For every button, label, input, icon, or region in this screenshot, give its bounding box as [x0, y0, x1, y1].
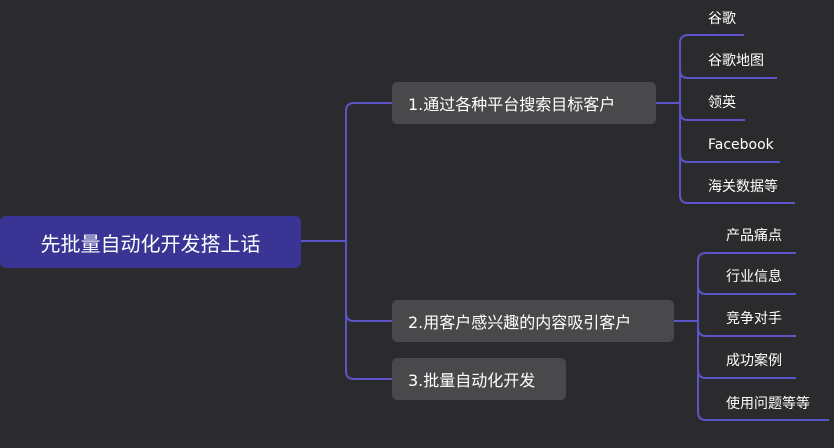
leaf-node[interactable]: 行业信息	[726, 269, 782, 285]
branch-node-3[interactable]: 3.批量自动化开发	[392, 358, 566, 400]
branch-label: 2.用客户感兴趣的内容吸引客户	[408, 313, 632, 332]
connector-branch-2	[345, 312, 392, 322]
underline-b2-3	[697, 369, 796, 379]
leaf-node[interactable]: 谷歌地图	[708, 53, 764, 69]
leaf-node[interactable]: 谷歌	[708, 11, 736, 27]
branch-node-1[interactable]: 1.通过各种平台搜索目标客户	[392, 82, 656, 124]
leaf-node[interactable]: 产品痛点	[726, 228, 782, 244]
connector-branch-2-trunk	[697, 252, 707, 421]
leaf-node[interactable]: 竞争对手	[726, 311, 782, 327]
underline-b1-2	[679, 111, 745, 121]
leaf-node[interactable]: 使用问题等等	[726, 396, 810, 412]
branch-label: 3.批量自动化开发	[408, 371, 536, 390]
underline-b1-3	[679, 153, 780, 163]
connector-trunk	[345, 102, 355, 380]
underline-b1-1	[679, 69, 777, 79]
leaf-node[interactable]: Facebook	[708, 137, 774, 153]
underline-b2-2	[697, 327, 796, 337]
leaf-node[interactable]: 领英	[708, 95, 736, 111]
root-label: 先批量自动化开发搭上话	[40, 231, 261, 256]
leaf-node[interactable]: 海关数据等	[708, 179, 778, 195]
root-node[interactable]: 先批量自动化开发搭上话	[0, 216, 301, 268]
branch-label: 1.通过各种平台搜索目标客户	[408, 95, 616, 114]
leaf-node[interactable]: 成功案例	[726, 353, 782, 369]
underline-b2-1	[697, 285, 796, 295]
branch-node-2[interactable]: 2.用客户感兴趣的内容吸引客户	[392, 300, 674, 342]
connector-branch-1-trunk	[679, 34, 689, 204]
